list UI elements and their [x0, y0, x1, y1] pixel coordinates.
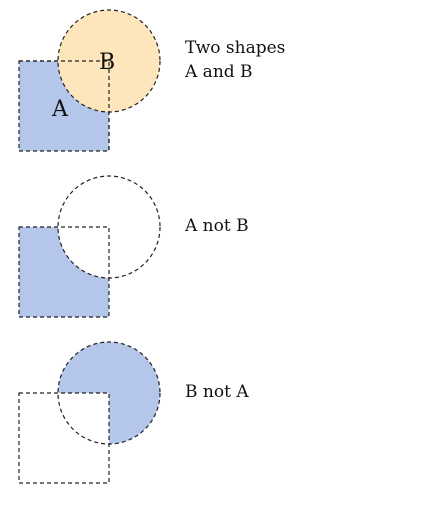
caption-line: Two shapes: [185, 38, 286, 58]
square-a-outline: [18, 226, 110, 318]
circle-b-outline-2: [57, 341, 161, 445]
panel-a-not-b: [18, 175, 161, 318]
caption-a-not-b: A not B: [185, 214, 249, 238]
square-outline-overlap: [19, 60, 110, 151]
square-a-outline-2: [18, 392, 110, 484]
caption-b-not-a: B not A: [185, 380, 249, 404]
circle-b-outline: [57, 175, 161, 279]
highlight-b-minus-a: [58, 342, 160, 444]
caption-line: B not A: [185, 382, 249, 402]
highlight-a-minus-b: [19, 227, 109, 317]
caption-line: A not B: [185, 216, 249, 236]
caption-line: A and B: [185, 62, 253, 82]
shape-a-label: A: [51, 97, 69, 122]
shape-b-label: B: [99, 50, 115, 75]
panel-b-not-a: [18, 341, 161, 484]
caption-both: Two shapes A and B: [185, 36, 285, 84]
panel-both-shapes: A B: [18, 9, 161, 152]
